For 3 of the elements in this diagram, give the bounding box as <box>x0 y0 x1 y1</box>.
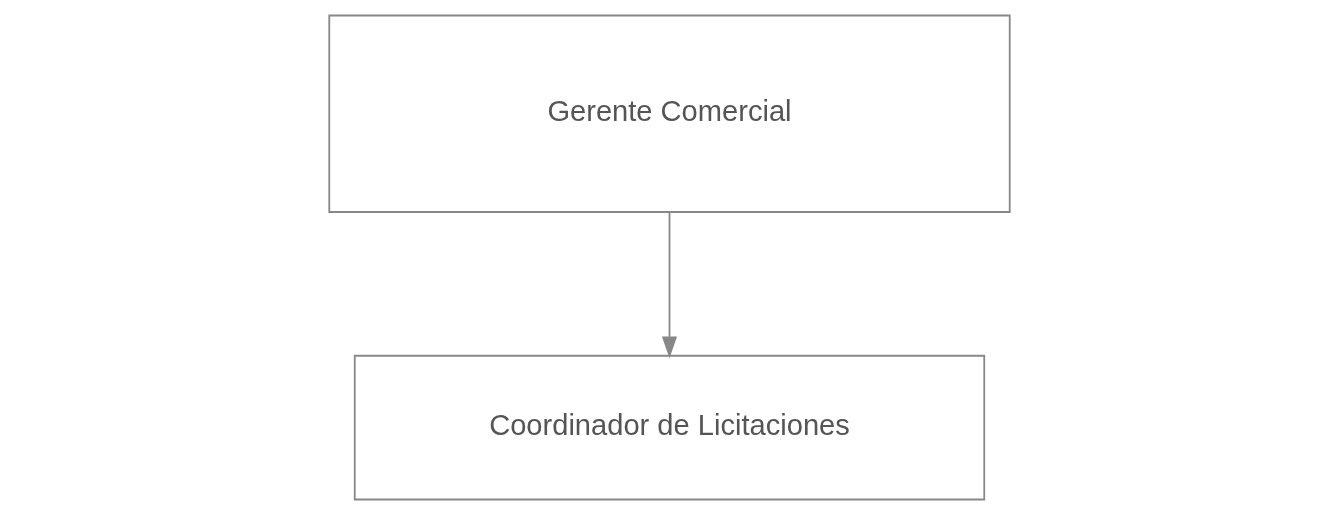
node-box: Coordinador de Licitaciones <box>353 354 986 501</box>
arrow <box>661 211 678 359</box>
node-box: Gerente Comercial <box>328 14 1011 213</box>
